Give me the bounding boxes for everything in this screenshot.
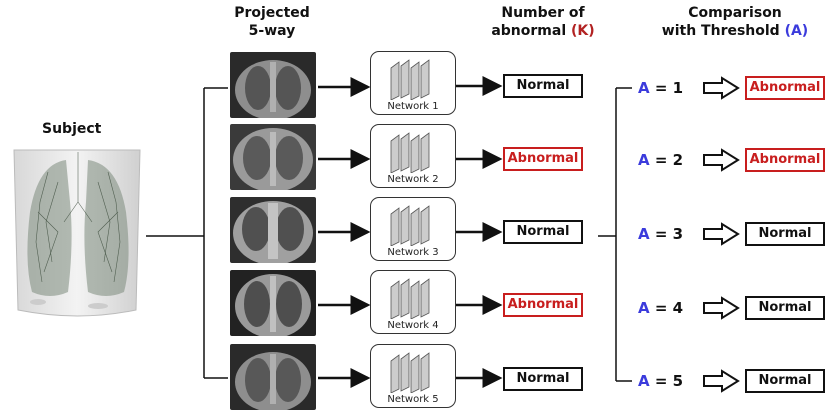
header-number-line2: abnormal (K) <box>491 23 595 39</box>
lung-volume-image <box>13 149 141 317</box>
header-projected: Projected 5-way <box>222 4 322 40</box>
header-projected-line2: 5-way <box>248 23 296 39</box>
comparison-1: A = 1 <box>638 78 683 98</box>
result-threshold-3: Normal <box>745 222 825 246</box>
comparison-5: A = 5 <box>638 371 683 391</box>
network-label: Network 2 <box>387 174 439 185</box>
comparison-2: A = 2 <box>638 150 683 170</box>
xray-image-1 <box>230 52 316 118</box>
threshold-symbol: A <box>638 372 650 390</box>
header-comparison-line2: with Threshold (A) <box>661 23 809 39</box>
network-layers-icon <box>390 59 430 100</box>
comparison-3: A = 3 <box>638 224 683 244</box>
xray-projection-1 <box>230 52 316 118</box>
network-label: Network 3 <box>387 247 439 258</box>
threshold-symbol: A <box>638 79 650 97</box>
network-label: Network 4 <box>387 320 439 331</box>
network-1: Network 1 <box>370 51 456 115</box>
hollow-arrow-2 <box>703 148 740 172</box>
network-layers-icon <box>390 205 430 246</box>
k-symbol: (K) <box>571 23 595 39</box>
result-threshold-5: Normal <box>745 369 825 393</box>
xray-image-2 <box>230 124 316 190</box>
threshold-value: = 2 <box>654 151 684 169</box>
output-network-2: Abnormal <box>503 147 583 171</box>
network-4: Network 4 <box>370 270 456 334</box>
header-projected-line1: Projected <box>234 5 310 21</box>
network-layers-icon <box>390 132 430 173</box>
network-3: Network 3 <box>370 197 456 261</box>
network-layers-icon <box>390 278 430 319</box>
hollow-arrow-1 <box>703 76 740 100</box>
xray-projection-2 <box>230 124 316 190</box>
header-number-line1: Number of <box>501 5 585 21</box>
xray-projection-3 <box>230 197 316 263</box>
hollow-arrow-3 <box>703 222 740 246</box>
header-number-abnormal: Number of abnormal (K) <box>478 4 608 40</box>
hollow-arrow-4 <box>703 296 740 320</box>
result-threshold-1: Abnormal <box>745 76 825 100</box>
xray-image-4 <box>230 270 316 336</box>
output-network-5: Normal <box>503 367 583 391</box>
threshold-value: = 1 <box>654 79 684 97</box>
threshold-value: = 3 <box>654 225 684 243</box>
network-label: Network 5 <box>387 394 439 405</box>
xray-image-3 <box>230 197 316 263</box>
output-network-4: Abnormal <box>503 293 583 317</box>
network-5: Network 5 <box>370 344 456 408</box>
subject-label: Subject <box>42 121 102 137</box>
comparison-4: A = 4 <box>638 298 683 318</box>
result-threshold-2: Abnormal <box>745 148 825 172</box>
hollow-arrow-5 <box>703 369 740 393</box>
threshold-value: = 4 <box>654 299 684 317</box>
threshold-value: = 5 <box>654 372 684 390</box>
hollow-arrows <box>703 76 740 393</box>
network-label: Network 1 <box>387 101 439 112</box>
xray-projection-5 <box>230 344 316 410</box>
network-layers-icon <box>390 352 430 393</box>
output-network-1: Normal <box>503 74 583 98</box>
xray-projection-4 <box>230 270 316 336</box>
output-network-3: Normal <box>503 220 583 244</box>
header-comparison-line1: Comparison <box>688 5 782 21</box>
network-2: Network 2 <box>370 124 456 188</box>
a-symbol: (A) <box>784 23 809 39</box>
threshold-symbol: A <box>638 225 650 243</box>
header-comparison: Comparison with Threshold (A) <box>660 4 810 40</box>
xray-image-5 <box>230 344 316 410</box>
result-threshold-4: Normal <box>745 296 825 320</box>
threshold-symbol: A <box>638 299 650 317</box>
threshold-symbol: A <box>638 151 650 169</box>
